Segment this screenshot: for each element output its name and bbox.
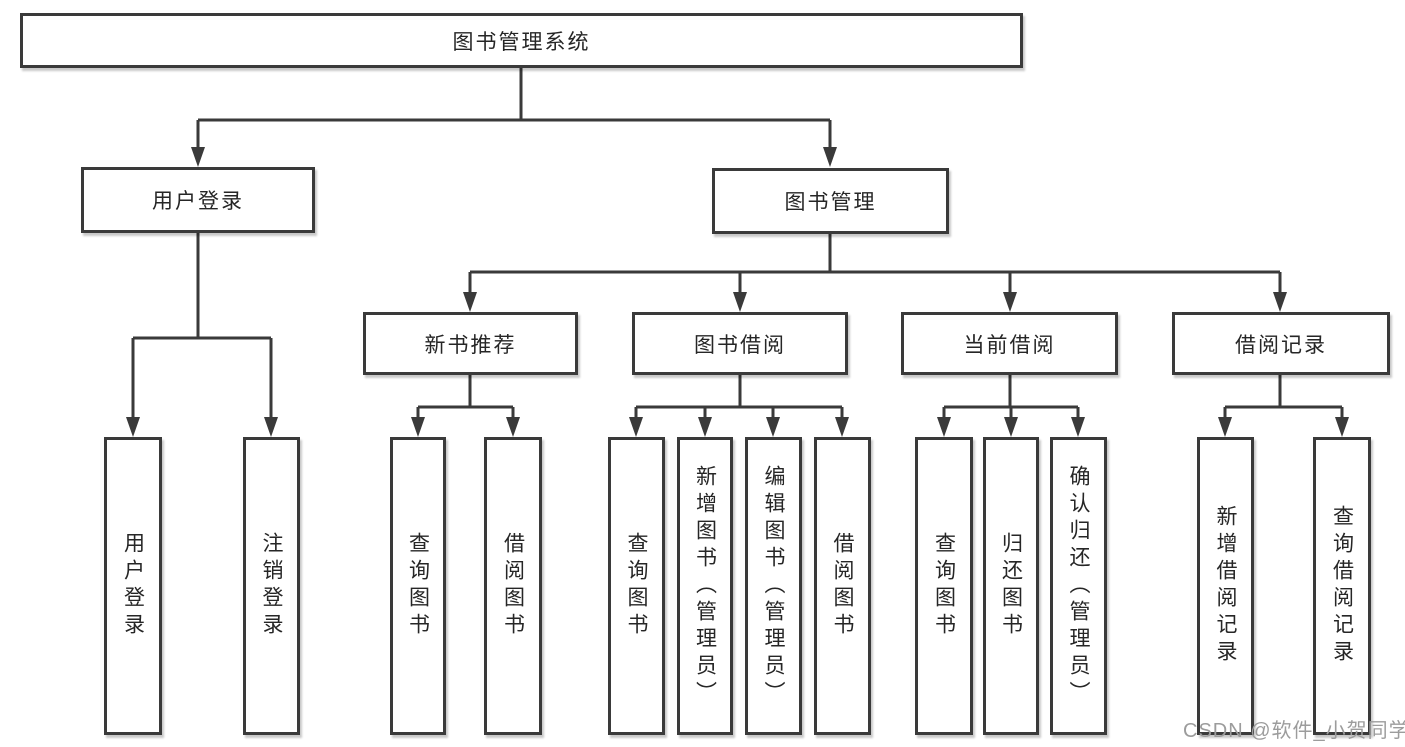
leaf-edit-books-admin: 编辑图书（管理员） <box>745 437 802 735</box>
node-current-borrowing: 当前借阅 <box>901 312 1118 375</box>
leaf-borrow-books: 借阅图书 <box>814 437 871 735</box>
leaf-query-books-borrow-label: 查询图书 <box>625 532 648 640</box>
node-borrowing-records-label: 借阅记录 <box>1235 333 1327 357</box>
leaf-edit-books-admin-label: 编辑图书（管理员） <box>762 464 785 708</box>
node-user-login-label: 用户登录 <box>152 190 244 213</box>
leaf-logout: 注销登录 <box>243 437 300 735</box>
leaf-query-books-recommend: 查询图书 <box>390 437 446 735</box>
leaf-return-books-label: 归还图书 <box>999 532 1023 640</box>
leaf-query-borrow-record-label: 查询借阅记录 <box>1330 505 1354 667</box>
leaf-query-books-borrow: 查询图书 <box>608 437 665 735</box>
watermark: CSDN @软件_小贺同学 <box>1183 720 1405 742</box>
leaf-logout-label: 注销登录 <box>260 532 283 640</box>
leaf-confirm-return-admin: 确认归还（管理员） <box>1050 437 1107 735</box>
leaf-add-books-admin-label: 新增图书（管理员） <box>693 464 717 708</box>
leaf-user-login-label: 用户登录 <box>121 532 145 640</box>
leaf-add-borrow-record-label: 新增借阅记录 <box>1214 505 1237 667</box>
leaf-borrow-books-recommend: 借阅图书 <box>484 437 542 735</box>
leaf-query-books-current: 查询图书 <box>915 437 973 735</box>
node-new-book-recommendation: 新书推荐 <box>363 312 578 375</box>
node-book-management: 图书管理 <box>712 168 949 234</box>
node-current-borrowing-label: 当前借阅 <box>963 333 1056 357</box>
node-borrowing-records: 借阅记录 <box>1172 312 1390 375</box>
node-user-login: 用户登录 <box>81 167 315 233</box>
leaf-add-books-admin: 新增图书（管理员） <box>677 437 733 735</box>
leaf-query-books-recommend-label: 查询图书 <box>406 532 430 640</box>
node-book-borrowing-label: 图书借阅 <box>694 333 786 357</box>
node-new-book-recommendation-label: 新书推荐 <box>424 333 517 357</box>
node-book-management-label: 图书管理 <box>784 191 877 214</box>
leaf-borrow-books-recommend-label: 借阅图书 <box>501 532 525 640</box>
leaf-borrow-books-label: 借阅图书 <box>831 532 854 640</box>
node-root: 图书管理系统 <box>20 13 1023 68</box>
leaf-query-borrow-record: 查询借阅记录 <box>1313 437 1371 735</box>
node-book-borrowing: 图书借阅 <box>632 312 848 375</box>
node-root-label: 图书管理系统 <box>452 30 591 54</box>
leaf-user-login: 用户登录 <box>104 437 162 735</box>
leaf-confirm-return-admin-label: 确认归还（管理员） <box>1067 464 1090 708</box>
leaf-return-books: 归还图书 <box>983 437 1039 735</box>
leaf-add-borrow-record: 新增借阅记录 <box>1197 437 1254 735</box>
leaf-query-books-current-label: 查询图书 <box>932 532 956 640</box>
